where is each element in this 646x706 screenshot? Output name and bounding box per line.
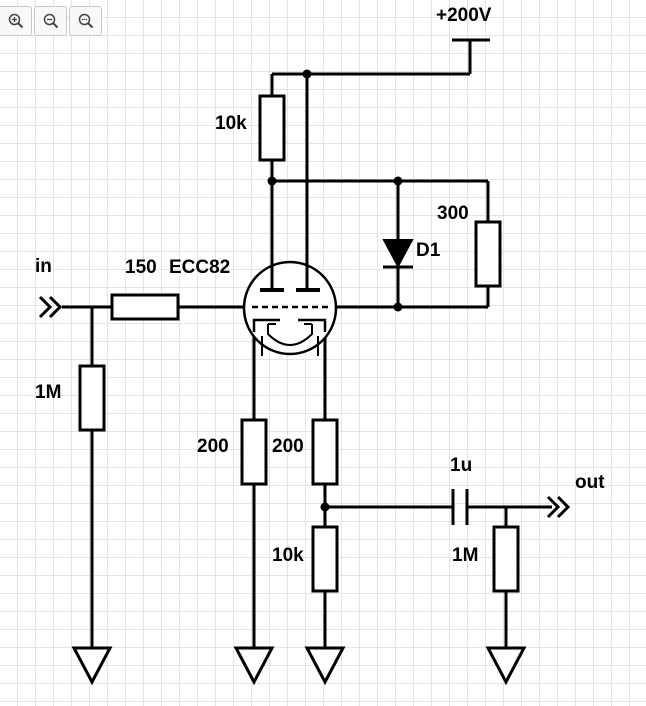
cathode-left-resistor-label: 200 bbox=[197, 436, 229, 457]
zoom-in-icon bbox=[8, 13, 23, 29]
output-label: out bbox=[575, 472, 605, 493]
zoom-toolbar bbox=[0, 6, 102, 36]
resistor-output bbox=[492, 525, 520, 593]
output-resistor-label: 1M bbox=[452, 545, 478, 566]
resistor-cathode-bottom bbox=[311, 525, 339, 593]
resistor-input bbox=[78, 364, 106, 432]
capacitor-symbol bbox=[451, 489, 469, 525]
input-resistor-label: 1M bbox=[35, 382, 61, 403]
zoom-fit-button[interactable] bbox=[69, 6, 102, 36]
output-capacitor-label: 1u bbox=[450, 455, 472, 476]
tube-type-label: ECC82 bbox=[169, 257, 230, 278]
cathode-right-resistor-label: 200 bbox=[272, 436, 304, 457]
diode-label: D1 bbox=[416, 240, 441, 261]
resistors bbox=[78, 94, 520, 593]
ground-icon bbox=[485, 646, 527, 686]
resistor-cathode-right bbox=[311, 418, 339, 486]
diode-symbol bbox=[382, 239, 414, 269]
resistor-shunt bbox=[474, 220, 502, 288]
ground-icon bbox=[233, 646, 275, 686]
zoom-fit-icon bbox=[78, 13, 93, 29]
supply-voltage-label: +200V bbox=[436, 5, 492, 26]
anode-resistor-label: 10k bbox=[215, 113, 247, 134]
triode-tube-symbol bbox=[242, 260, 338, 356]
cathode-bottom-resistor-label: 10k bbox=[272, 545, 304, 566]
input-port-icon bbox=[38, 295, 63, 319]
grid-stopper-label: 150 bbox=[125, 257, 157, 278]
resistor-anode bbox=[258, 94, 286, 162]
ground-symbols bbox=[71, 646, 527, 686]
zoom-in-button[interactable] bbox=[0, 6, 32, 36]
resistor-grid-stopper bbox=[110, 293, 180, 321]
zoom-out-button[interactable] bbox=[34, 6, 67, 36]
junction-dots bbox=[267, 69, 403, 512]
resistor-cathode-left bbox=[240, 418, 268, 486]
output-port-icon bbox=[546, 495, 571, 519]
ground-icon bbox=[304, 646, 346, 686]
zoom-out-icon bbox=[43, 13, 58, 29]
shunt-resistor-label: 300 bbox=[437, 203, 469, 224]
input-label: in bbox=[35, 256, 52, 277]
ground-icon bbox=[71, 646, 113, 686]
